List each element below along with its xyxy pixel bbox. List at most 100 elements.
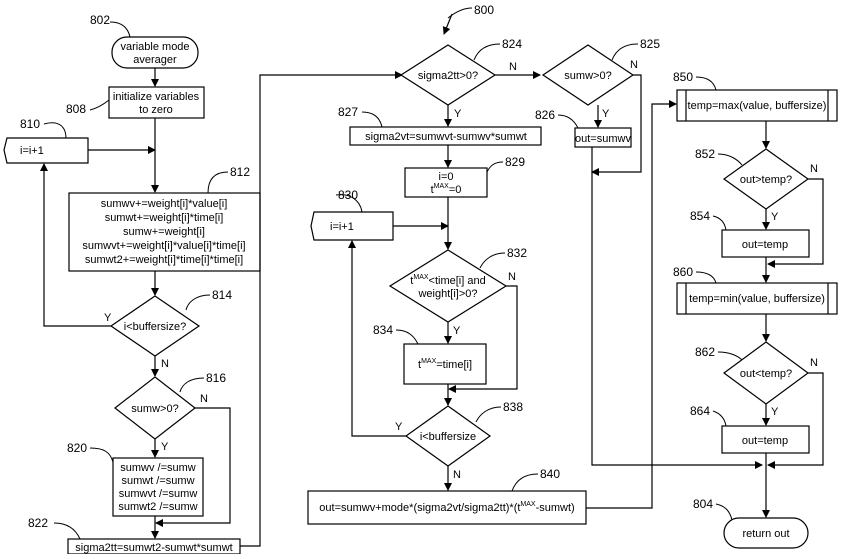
ref-862-leader [718,352,742,360]
ref-808-leader [90,100,109,110]
decision-862-label: out<temp? [740,368,792,380]
ref-862: 862 [695,345,715,359]
ref-810: 810 [20,117,40,131]
out-temp-label-854: out=temp [742,239,788,251]
ref-824-leader [474,44,500,60]
accumulate-line-5: sumwt2+=weight[i]*time[i]*time[i] [85,254,243,266]
ref-829: 829 [505,155,525,169]
ref-802: 802 [90,13,110,27]
ref-820-leader [90,448,113,462]
ref-840-leader [512,474,538,491]
decision-825-label: sumw>0? [564,70,611,82]
ref-825-leader [612,44,638,60]
normalize-line-2: sumwt /=sumw [121,475,194,487]
no-label-824: N [509,61,517,73]
yes-label-816: Y [161,441,169,453]
ref-808: 808 [66,102,86,116]
init-variables-line-2: to zero [139,104,173,116]
ref-825: 825 [640,37,660,51]
ref-838: 838 [503,400,523,414]
edge-822-824 [240,75,402,546]
init-variables-line-1: initialize variables [113,91,200,103]
accumulate-line-3: sumw+=weight[i] [123,226,205,238]
ref-838-leader [476,407,501,422]
output-formula-label: out=sumwv+mode*(sigma2vt/sigma2tt)*(tMAX… [319,501,574,514]
ref-852-leader [718,154,742,165]
ref-850: 850 [673,70,693,84]
ref-802-leader [110,22,130,37]
accumulate-line-4: sumwvt+=weight[i]*value[i]*time[i] [82,240,245,252]
normalize-line-1: sumwv /=sumw [120,462,196,474]
ref-814: 814 [212,288,232,302]
ref-827: 827 [338,105,358,119]
start-terminal-line-1: variable mode [120,41,189,53]
temp-min-label: temp=min(value, buffersize) [689,293,825,305]
edge-838-yes-loop [352,241,406,436]
decision-852-label: out>temp? [740,174,792,186]
no-label-814: N [161,358,169,370]
start-terminal-line-2: averager [133,54,177,66]
yes-label-862: Y [771,406,779,418]
decision-814-label: i<buffersize? [124,321,186,333]
accumulate-line-1: sumwv+=weight[i]*value[i] [101,198,228,210]
return-terminal-label: return out [742,528,789,540]
ref-860: 860 [673,265,693,279]
increment-i-box-810 [4,138,88,163]
ref-810-leader [44,123,66,138]
ref-864: 864 [690,404,710,418]
init-i-label: i=0 [439,171,454,183]
no-label-832: N [508,271,516,283]
decision-832-line-2: weight[i]>0? [417,288,477,300]
yes-label-838: Y [395,421,403,433]
ref-829-leader [487,162,503,172]
normalize-line-3: sumwvt /=sumw [119,488,198,500]
sigma2vt-label: sigma2vt=sumwvt-sumwv*sumwt [365,131,527,143]
ref-854: 854 [690,209,710,223]
figure-ref-arrow [444,14,452,34]
ref-814-leader [186,295,210,310]
temp-max-label: temp=max(value, buffersize) [688,100,827,112]
ref-826: 826 [535,108,555,122]
no-label-852: N [810,163,818,175]
ref-827-leader [362,112,382,127]
ref-822-leader [54,523,80,539]
ref-864-leader [713,411,726,426]
out-sumwv-label: out=sumwv [575,133,631,145]
ref-804: 804 [693,497,713,511]
ref-832-leader [480,253,505,268]
decision-824-label: sigma2tt>0? [418,70,478,82]
yes-label-814: Y [104,312,112,324]
normalize-line-4: sumwt2 /=sumw [118,501,197,513]
ref-820: 820 [67,441,87,455]
decision-838-label: i<buffersize [420,431,476,443]
ref-834: 834 [373,323,393,337]
ref-860-leader [696,272,716,283]
no-label-862: N [810,357,818,369]
increment-i-label-830: i=i+1 [330,221,354,233]
ref-852: 852 [695,147,715,161]
ref-812-leader [208,172,228,193]
ref-812: 812 [230,165,250,179]
no-label-816: N [200,393,208,405]
sigma2tt-label: sigma2tt=sumwt2-sumwt*sumwt [75,542,232,554]
edge-840-850 [586,104,676,508]
ref-826-leader [558,115,578,128]
yes-label-852: Y [771,211,779,223]
ref-816-leader [180,378,204,392]
no-label-838: N [453,469,461,481]
ref-824: 824 [502,37,522,51]
figure-ref-label: 800 [474,3,494,17]
ref-834-leader [396,330,418,344]
no-label-825: N [630,59,638,71]
ref-804-leader [716,504,732,520]
ref-832: 832 [507,246,527,260]
ref-822: 822 [28,516,48,530]
ref-854-leader [713,216,726,230]
decision-816-label: sumw>0? [131,403,178,415]
increment-i-label-810: i=i+1 [20,145,44,157]
ref-840: 840 [540,467,560,481]
accumulate-line-2: sumwt+=weight[i]*time[i] [105,212,224,224]
out-temp-label-864: out=temp [742,435,788,447]
